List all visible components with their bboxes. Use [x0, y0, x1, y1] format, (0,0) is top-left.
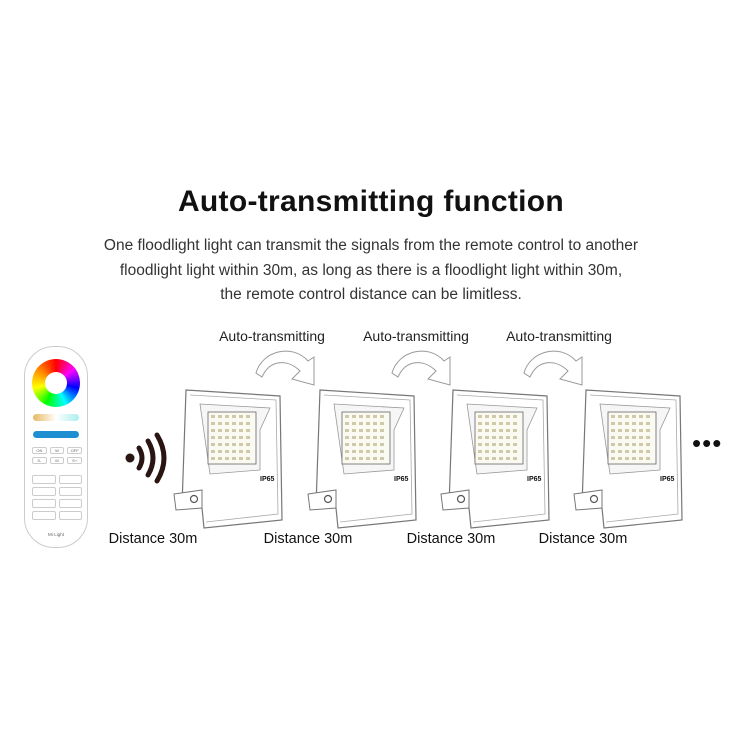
remote-button-s-plus: S+	[67, 457, 82, 464]
more-ellipsis: •••	[692, 428, 723, 458]
ip65-badge: IP65	[260, 476, 275, 483]
floodlight-2: IP65	[306, 382, 426, 532]
distance-label-1: Distance 30m	[108, 531, 198, 547]
remote-button-on: ON	[32, 447, 47, 454]
wireless-signal-icon	[125, 432, 167, 484]
color-wheel-center	[45, 372, 67, 394]
remote-brand: Mi·Light	[47, 532, 64, 537]
white-slider	[33, 414, 79, 421]
distance-label-3: Distance 30m	[406, 531, 496, 547]
auto-transmitting-label-1: Auto-transmitting	[219, 328, 325, 344]
floodlight-3: IP65	[439, 382, 559, 532]
auto-transmitting-label-2: Auto-transmitting	[363, 328, 469, 344]
description-line-1: One floodlight light can transmit the si…	[103, 237, 639, 254]
description-line-3: the remote control distance can be limit…	[220, 286, 522, 303]
remote-control: ON W OFF S- M S+ Mi·Light	[24, 346, 88, 548]
ip65-badge: IP65	[660, 476, 675, 483]
auto-transmitting-label-3: Auto-transmitting	[506, 328, 612, 344]
description-line-2: floodlight light within 30m, as long as …	[119, 262, 623, 279]
remote-button-s-minus: S-	[32, 457, 47, 464]
ip65-badge: IP65	[394, 476, 409, 483]
zone-buttons	[32, 475, 82, 520]
floodlight-1: IP65	[172, 382, 292, 532]
brightness-slider	[33, 431, 79, 438]
remote-button-w: W	[49, 447, 65, 454]
floodlight-4: IP65	[572, 382, 692, 532]
remote-button-m: M	[49, 457, 65, 464]
distance-label-2: Distance 30m	[263, 531, 353, 547]
remote-button-off: OFF	[67, 447, 82, 454]
distance-label-4: Distance 30m	[538, 531, 628, 547]
ip65-badge: IP65	[527, 476, 542, 483]
page-title: Auto-transmitting function	[177, 185, 565, 218]
